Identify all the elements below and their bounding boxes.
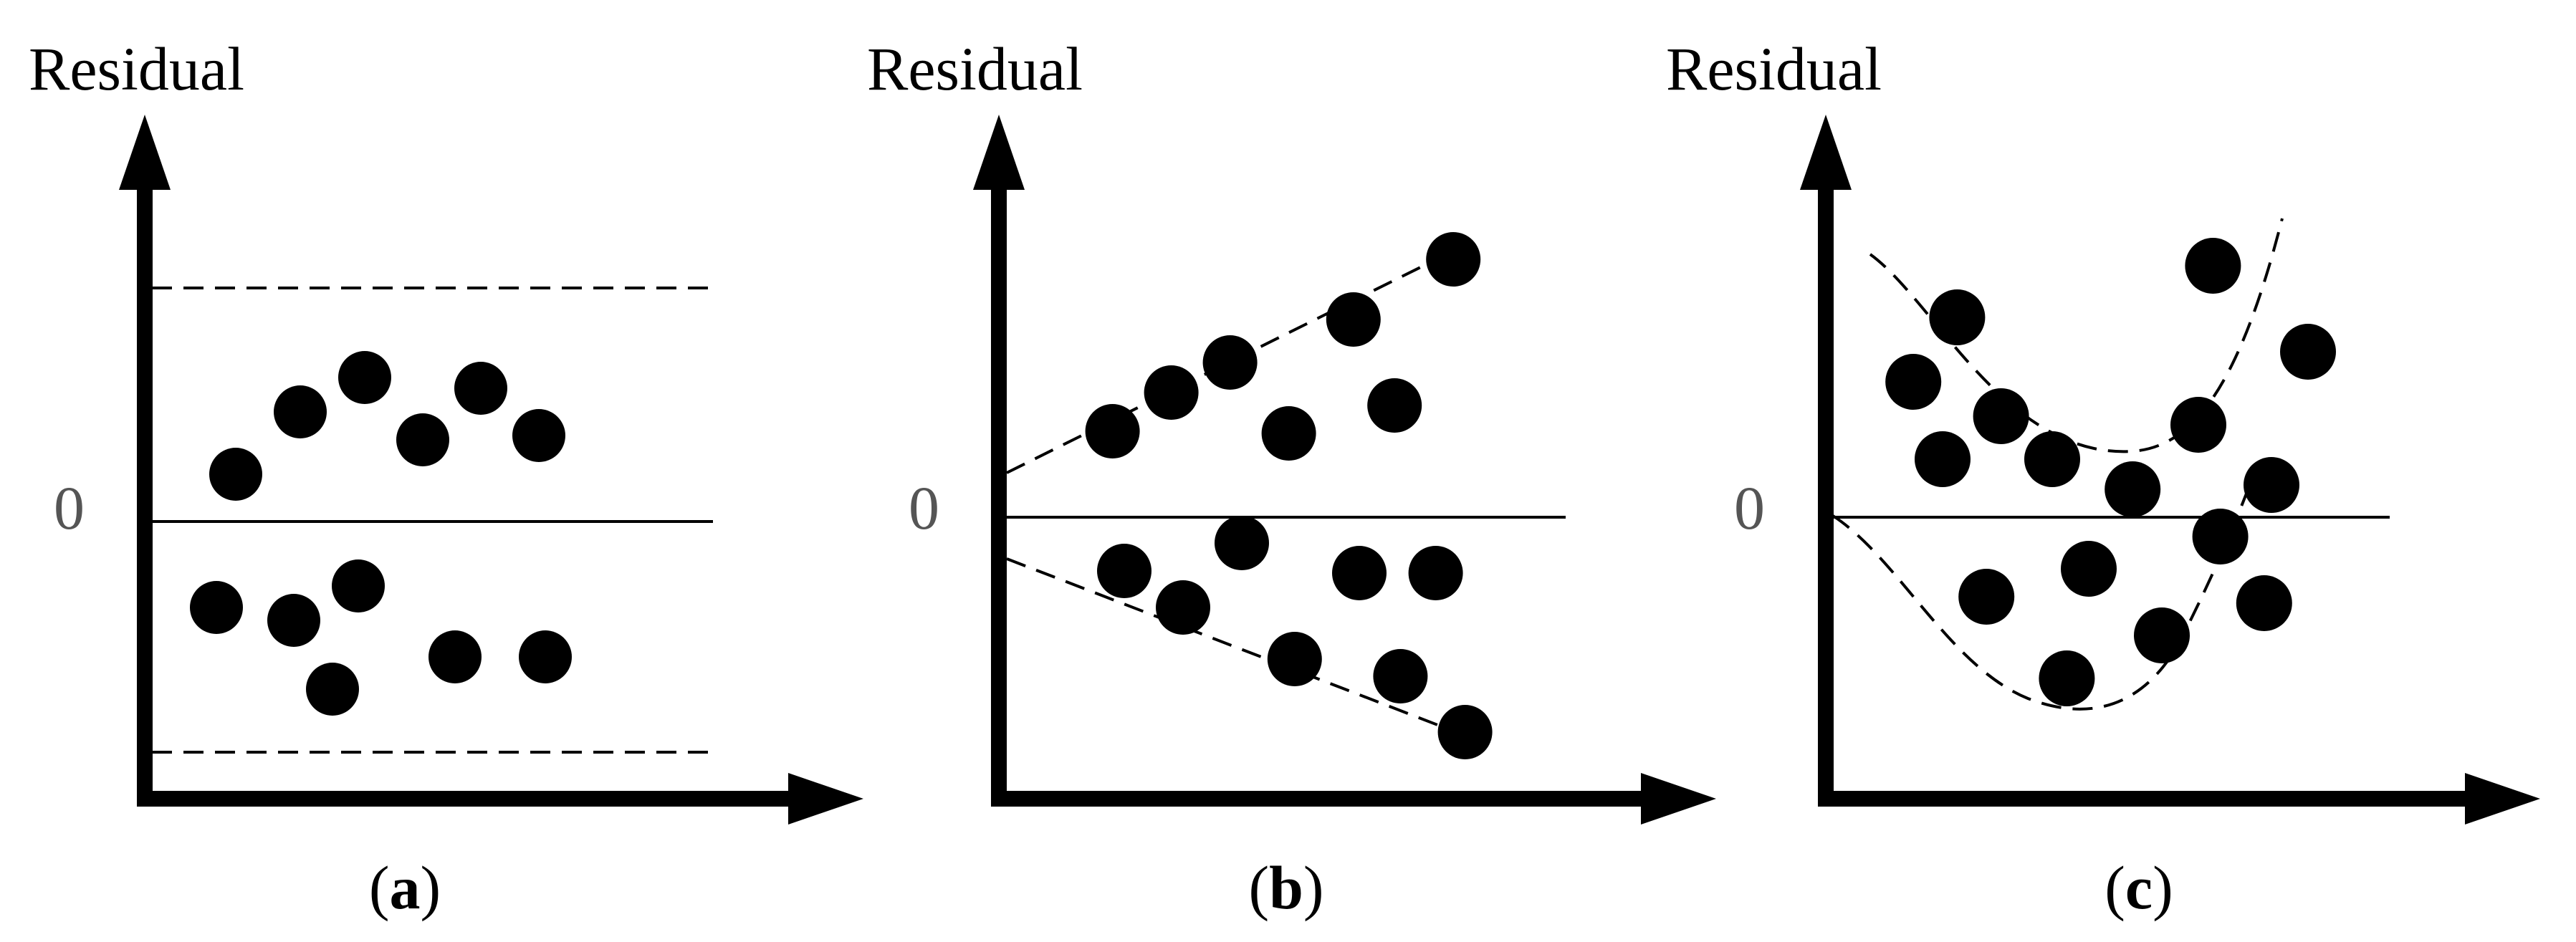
panel-b-point-3	[1202, 335, 1258, 390]
panel-c-point-13	[2039, 650, 2095, 706]
panel-c-points	[1885, 238, 2336, 706]
panel-b-zero-label: 0	[909, 474, 939, 542]
panel-b-caption-close: )	[1303, 853, 1324, 922]
panel-a-point-6	[512, 409, 565, 462]
panel-c-point-12	[2061, 541, 2117, 597]
panel-c-point-6	[2105, 461, 2161, 517]
panel-a: Residual 0 (a)	[29, 34, 863, 922]
panel-a-caption: (a)	[369, 853, 441, 922]
panel-a-x-arrowhead	[788, 773, 863, 825]
panel-c-point-3	[1915, 431, 1971, 487]
panel-b: Residual 0 (b)	[867, 34, 1716, 922]
panel-c-caption-close: )	[2153, 853, 2173, 922]
panel-a-point-8	[267, 594, 320, 647]
panel-c: Residual 0 (c)	[1666, 34, 2540, 922]
panel-a-y-arrowhead	[119, 115, 171, 190]
panel-c-point-16	[2236, 575, 2292, 631]
panel-a-point-12	[519, 630, 572, 683]
panel-b-point-6	[1367, 378, 1422, 433]
panel-b-point-5	[1326, 292, 1381, 347]
panel-c-zero-label: 0	[1734, 474, 1765, 542]
panel-a-point-1	[209, 448, 262, 501]
panel-b-point-14	[1408, 546, 1463, 600]
panel-c-point-8	[2185, 238, 2241, 294]
panel-c-point-14	[2134, 607, 2190, 663]
panel-c-axis-title: Residual	[1666, 34, 1882, 103]
panel-b-point-10	[1215, 516, 1269, 570]
panel-c-upper-curve	[1869, 218, 2284, 453]
panel-b-point-8	[1097, 544, 1151, 598]
panel-b-caption-open: (	[1248, 853, 1269, 922]
panel-b-point-12	[1332, 546, 1387, 600]
panel-a-point-7	[190, 581, 243, 634]
panel-b-point-11	[1267, 632, 1322, 686]
panel-b-y-arrowhead	[973, 115, 1025, 190]
panel-a-point-10	[306, 663, 359, 716]
panel-c-y-arrowhead	[1800, 115, 1852, 190]
panel-b-lower-bound	[1006, 557, 1462, 736]
panel-c-point-7	[2170, 397, 2226, 453]
panel-c-point-4	[1973, 388, 2029, 444]
panel-b-points	[1085, 232, 1493, 759]
panel-c-point-5	[2024, 431, 2080, 487]
panel-a-point-9	[332, 559, 385, 612]
panel-b-caption: (b)	[1248, 853, 1323, 922]
panel-a-point-5	[454, 362, 507, 415]
panel-a-points	[190, 351, 572, 716]
panel-a-caption-close: )	[421, 853, 441, 922]
panel-b-point-15	[1437, 705, 1493, 759]
panel-b-point-9	[1156, 580, 1210, 635]
panel-b-point-13	[1373, 649, 1428, 703]
panel-c-point-15	[2192, 509, 2249, 564]
panel-b-axis-title: Residual	[867, 34, 1083, 103]
panel-c-point-2	[1929, 289, 1986, 345]
panel-a-point-3	[338, 351, 391, 404]
panel-c-point-1	[1885, 354, 1942, 410]
panel-c-caption-letter: c	[2125, 853, 2153, 922]
panel-c-point-10	[2280, 324, 2336, 380]
panel-b-point-2	[1144, 365, 1199, 420]
panel-a-point-2	[274, 385, 327, 438]
panel-a-point-4	[396, 413, 449, 466]
panel-c-point-11	[1958, 569, 2015, 625]
panel-c-caption: (c)	[2105, 853, 2173, 922]
panel-a-caption-letter: a	[390, 853, 421, 922]
panel-c-caption-open: (	[2105, 853, 2125, 922]
panel-c-x-arrowhead	[2465, 773, 2540, 825]
panel-b-point-7	[1426, 232, 1481, 287]
panel-a-axis-title: Residual	[29, 34, 244, 103]
panel-a-caption-open: (	[369, 853, 390, 922]
panel-a-point-11	[428, 630, 482, 683]
panel-b-point-1	[1085, 404, 1140, 458]
panel-b-caption-letter: b	[1269, 853, 1303, 922]
panel-a-zero-label: 0	[54, 474, 85, 542]
panel-b-point-4	[1261, 406, 1316, 461]
panel-b-x-arrowhead	[1641, 773, 1716, 825]
panel-c-point-9	[2244, 457, 2299, 513]
